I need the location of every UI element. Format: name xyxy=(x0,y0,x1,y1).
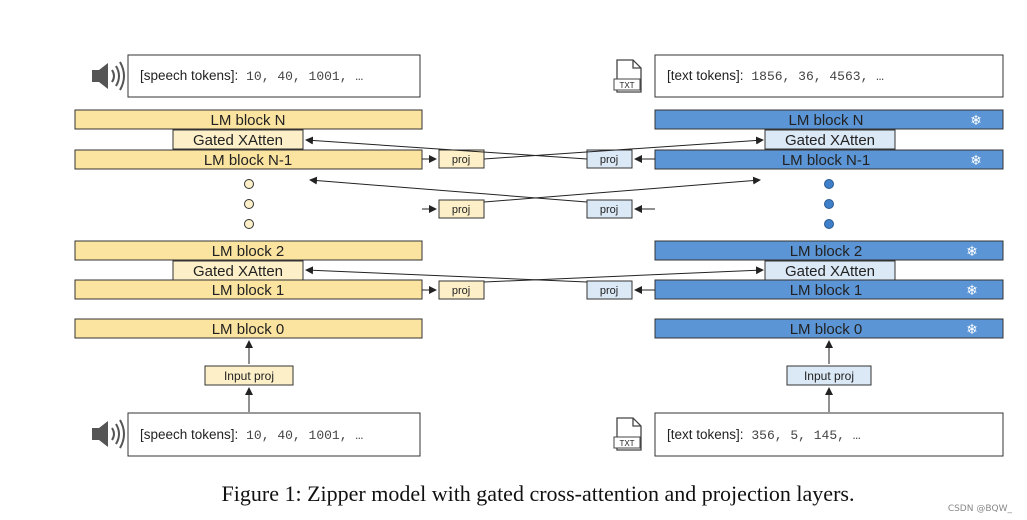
text-lm-block-n xyxy=(654,109,1004,130)
snowflake-icon: ❄ xyxy=(966,283,978,299)
text-ellipsis xyxy=(824,179,834,229)
speech-tokens-box-top xyxy=(127,54,421,98)
text-lm-block-0-label: LM block 0 xyxy=(790,321,863,338)
svg-text:proj: proj xyxy=(452,154,470,166)
text-lm-block-0 xyxy=(654,318,1004,339)
text-input-proj-label: Input proj xyxy=(804,369,854,383)
speech-tokens-bottom: [speech tokens]: 10, 40, 1001, … xyxy=(140,427,363,443)
speaker-icon-top xyxy=(92,61,125,91)
text-input-proj xyxy=(786,365,872,386)
text-tokens-box-top xyxy=(654,54,1004,98)
text-lm-block-2 xyxy=(654,240,1004,261)
figure-caption: Figure 1: Zipper model with gated cross-… xyxy=(222,481,855,506)
arrow-speechproj-to-text-mid xyxy=(483,176,761,203)
speech-proj-box-middle xyxy=(438,199,485,219)
speaker-icon-bottom xyxy=(92,419,125,449)
arrow-speechproj-to-text-gated-bottom xyxy=(483,266,764,283)
speech-gated-xatten-bottom-label: Gated XAtten xyxy=(193,263,283,280)
speech-gated-xatten-top-label: Gated XAtten xyxy=(193,132,283,149)
arrow-speechproj-to-text-gated-top xyxy=(483,136,764,160)
snowflake-icon: ❄ xyxy=(966,322,978,338)
speech-input-proj xyxy=(204,365,294,386)
speech-ellipsis xyxy=(244,179,254,229)
text-proj-box-lower xyxy=(586,280,633,300)
speech-lm-block-0 xyxy=(74,318,423,339)
speech-lm-block-1-label: LM block 1 xyxy=(212,282,285,299)
watermark: CSDN @BQW_ xyxy=(948,504,1013,514)
text-tokens-box-bottom xyxy=(654,412,1004,457)
speech-lm-block-n-1-label: LM block N-1 xyxy=(204,152,292,169)
speech-proj-box-lower xyxy=(438,280,485,300)
snowflake-icon: ❄ xyxy=(970,153,982,169)
speech-lm-block-2-label: LM block 2 xyxy=(212,243,285,260)
speech-lm-block-n-label: LM block N xyxy=(210,112,285,129)
text-proj-box-middle xyxy=(586,199,633,219)
svg-text:proj: proj xyxy=(452,204,470,216)
txt-file-icon-top: TXT xyxy=(613,59,642,93)
speech-lm-block-0-label: LM block 0 xyxy=(212,321,285,338)
speech-lm-block-n xyxy=(74,109,423,130)
snowflake-icon: ❄ xyxy=(966,244,978,260)
text-lm-block-1-label: LM block 1 xyxy=(790,282,863,299)
snowflake-icon: ❄ xyxy=(970,113,982,129)
text-tokens-top: [text tokens]: 1856, 36, 4563, … xyxy=(667,68,884,84)
text-lm-block-n-label: LM block N xyxy=(788,112,863,129)
svg-text:TXT: TXT xyxy=(619,81,634,90)
text-lm-block-2-label: LM block 2 xyxy=(790,243,863,260)
svg-text:proj: proj xyxy=(600,285,618,297)
arrow-textproj-to-speech-mid xyxy=(309,176,588,203)
speech-tokens-box-bottom xyxy=(127,412,421,457)
svg-text:proj: proj xyxy=(600,154,618,166)
speech-tokens-top: [speech tokens]: 10, 40, 1001, … xyxy=(140,68,363,84)
svg-text:proj: proj xyxy=(452,285,470,297)
speech-lm-block-2 xyxy=(74,240,423,261)
arrow-textproj-to-speech-gated-top xyxy=(305,136,588,160)
text-gated-xatten-bottom-label: Gated XAtten xyxy=(785,263,875,280)
text-lm-block-n-1-label: LM block N-1 xyxy=(782,152,870,169)
svg-text:TXT: TXT xyxy=(619,439,634,448)
txt-file-icon-bottom: TXT xyxy=(613,417,642,451)
svg-text:proj: proj xyxy=(600,204,618,216)
text-tokens-bottom: [text tokens]: 356, 5, 145, … xyxy=(667,427,861,443)
speech-input-proj-label: Input proj xyxy=(224,369,274,383)
text-gated-xatten-top xyxy=(764,129,896,150)
text-gated-xatten-top-label: Gated XAtten xyxy=(785,132,875,149)
speech-gated-xatten-top xyxy=(172,129,304,150)
